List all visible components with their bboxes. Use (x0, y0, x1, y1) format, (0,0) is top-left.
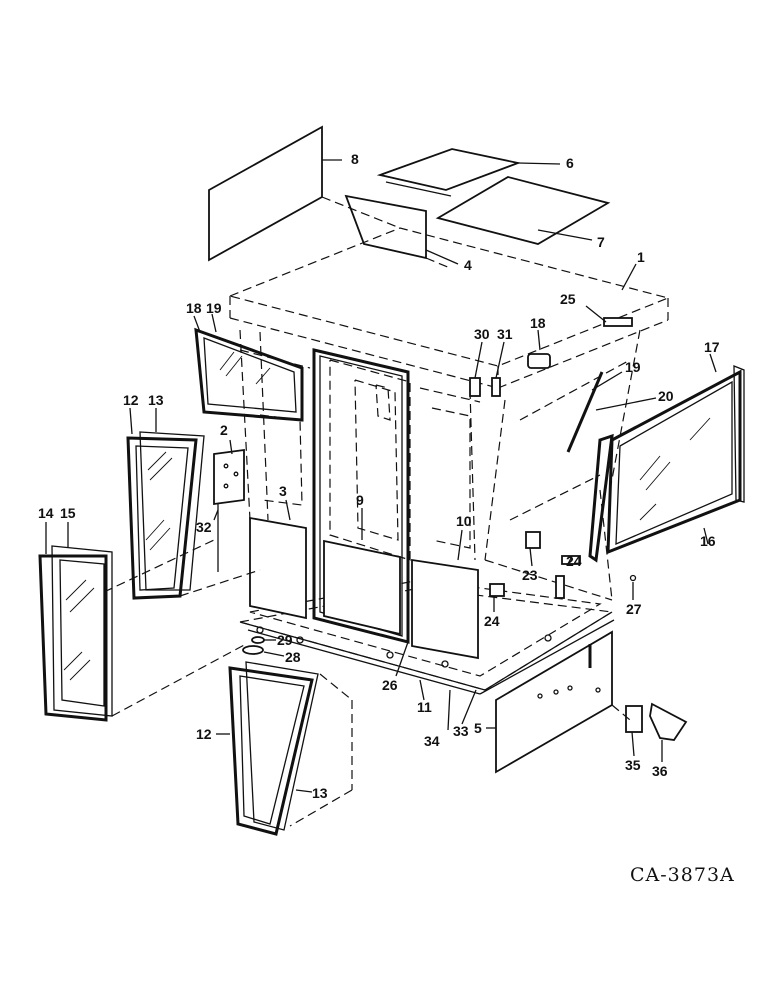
handle-36 (649, 702, 688, 741)
part-label-6: 6 (566, 155, 574, 171)
bracket-24 (489, 555, 581, 599)
part-label-24-right: 24 (566, 553, 582, 569)
drawing-code: CA-3873A (630, 864, 735, 886)
part-label-2: 2 (220, 422, 228, 438)
part-label-18: 18 (186, 300, 202, 316)
roof-panel-7 (435, 176, 611, 245)
clip-30-31 (469, 377, 501, 397)
part-label-26: 26 (382, 677, 398, 693)
part-label-10: 10 (456, 513, 472, 529)
part-label-1: 1 (637, 249, 645, 265)
right-window-16-17 (588, 365, 745, 563)
part-label-11: 11 (417, 699, 432, 715)
part-label-14: 14 (38, 505, 54, 521)
part-label-32: 32 (196, 519, 212, 535)
part-label-19: 19 (206, 300, 222, 316)
part-labels: 8 6 7 4 1 25 18 30 31 19 20 17 16 18 19 … (38, 151, 720, 801)
hinge-23 (525, 531, 541, 549)
roof-panel-8 (208, 125, 323, 262)
part-label-24-left: 24 (484, 613, 500, 629)
strip-21-22 (566, 371, 604, 453)
part-label-36: 36 (652, 763, 668, 779)
part-label-13-lower: 13 (312, 785, 328, 801)
part-label-13-upper: 13 (148, 392, 164, 408)
part-label-34: 34 (424, 733, 440, 749)
part-label-15: 15 (60, 505, 76, 521)
bracket-2 (213, 448, 245, 572)
leader-lines (45, 159, 717, 793)
part-label-33: 33 (453, 723, 469, 739)
side-window-12-13-upper (126, 431, 205, 600)
panel-3 (249, 516, 307, 620)
part-label-7: 7 (597, 234, 605, 250)
rear-window-18-19 (194, 327, 304, 422)
part-label-23: 23 (522, 567, 538, 583)
part-label-21: 19 (625, 359, 641, 375)
part-label-27: 27 (626, 601, 642, 617)
side-window-12-13-lower (228, 661, 319, 836)
washer-28-29 (242, 636, 265, 655)
cab-body (228, 227, 670, 601)
part-label-25: 25 (560, 291, 576, 307)
part-label-12-upper: 12 (123, 392, 139, 408)
assembly-lines (103, 196, 631, 827)
part-label-35: 35 (625, 757, 641, 773)
pin-27 (629, 574, 637, 582)
part-label-29: 29 (277, 632, 293, 648)
part-label-5: 5 (474, 720, 482, 736)
door-window-14-15 (38, 545, 113, 722)
panel-10 (411, 558, 479, 660)
part-label-4: 4 (464, 257, 472, 273)
part-label-31: 31 (497, 326, 513, 342)
part-label-16: 16 (700, 533, 716, 549)
part-label-20: 18 (530, 315, 546, 331)
roof-panel-4 (344, 194, 427, 260)
part-label-17: 17 (704, 339, 720, 355)
plate-25 (603, 317, 633, 327)
latch-20 (527, 353, 551, 369)
latch-35 (625, 705, 643, 733)
part-label-8: 8 (351, 151, 359, 167)
part-label-22: 20 (658, 388, 674, 404)
part-label-9: 9 (356, 492, 364, 508)
part-label-28: 28 (285, 649, 301, 665)
part-label-12-lower: 12 (196, 726, 212, 742)
part-label-3: 3 (279, 483, 287, 499)
part-label-30: 30 (474, 326, 490, 342)
